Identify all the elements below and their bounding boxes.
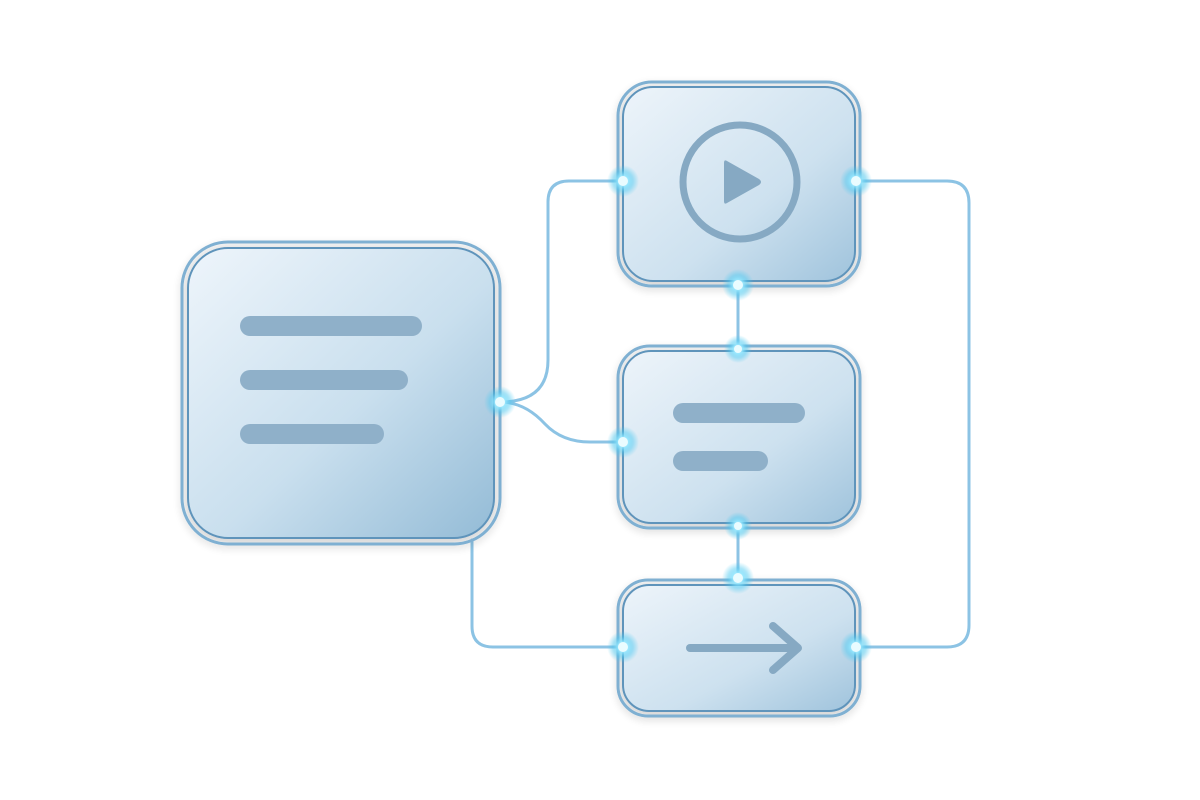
node-document-right bbox=[484, 386, 516, 418]
node-text-bottom bbox=[724, 512, 752, 540]
connector-media-to-action bbox=[854, 179, 971, 649]
connector-document-to-action bbox=[470, 538, 625, 649]
text-lines-icon bbox=[673, 403, 805, 471]
node-media-left bbox=[607, 165, 639, 197]
connector-document-to-media bbox=[498, 179, 625, 404]
text-line bbox=[240, 424, 384, 444]
node-media-right bbox=[840, 165, 872, 197]
connection-nodes bbox=[484, 165, 872, 663]
node-action-right bbox=[840, 631, 872, 663]
node-action-left bbox=[607, 631, 639, 663]
text-line bbox=[673, 451, 768, 471]
connector-document-to-text bbox=[498, 400, 625, 444]
text-lines-icon bbox=[240, 316, 422, 444]
text-line bbox=[240, 316, 422, 336]
arrow-right-icon bbox=[686, 622, 802, 674]
text-line bbox=[673, 403, 805, 423]
node-action-top bbox=[722, 562, 754, 594]
node-media-bottom bbox=[722, 269, 754, 301]
text-card bbox=[616, 344, 862, 530]
play-circle-icon bbox=[679, 121, 801, 243]
document-card bbox=[180, 240, 502, 546]
node-text-left bbox=[607, 426, 639, 458]
node-text-top bbox=[724, 335, 752, 363]
text-line bbox=[240, 370, 408, 390]
